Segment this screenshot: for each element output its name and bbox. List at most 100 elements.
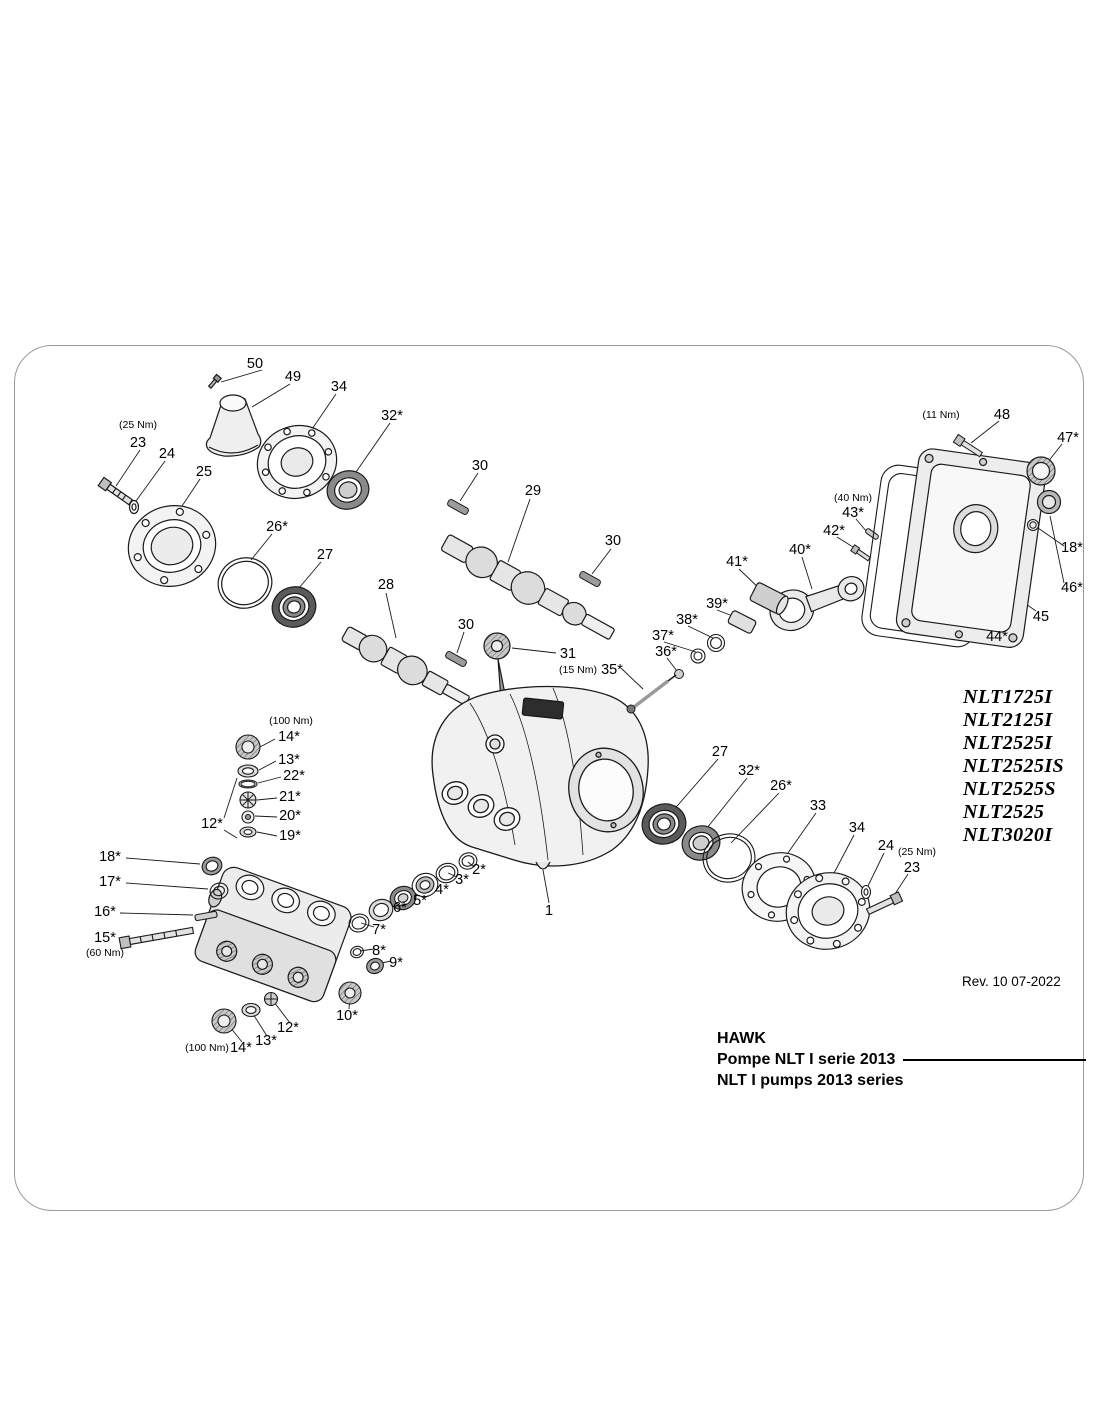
screw-50 (207, 373, 223, 389)
part-callout-25Nm: (25 Nm) (119, 419, 157, 431)
part-callout-43: 43* (842, 505, 864, 521)
part-callout-36: 36* (655, 644, 677, 660)
front-cover-group (97, 373, 370, 628)
part-callout-33: 33 (809, 798, 827, 814)
oring-18-right (1027, 519, 1039, 531)
title-rule-line (903, 1058, 1086, 1061)
part-callout-12: 12* (277, 1020, 299, 1036)
key-30-b (579, 571, 601, 587)
part-callout-37: 37* (652, 628, 674, 644)
title-line-2: NLT I pumps 2013 series (717, 1072, 904, 1089)
part-callout-21: 21* (279, 789, 301, 805)
part-callout-31: 31 (559, 646, 577, 662)
seal-32 (326, 470, 370, 510)
part-callout-48: 48 (993, 407, 1011, 423)
part-callout-50: 50 (246, 356, 264, 372)
part-callout-17: 17* (99, 874, 121, 890)
part-callout-3: 3* (455, 872, 469, 888)
part-callout-30: 30 (471, 458, 489, 474)
part-callout-100Nm: (100 Nm) (269, 715, 313, 727)
stud-16 (194, 910, 218, 922)
part-callout-9: 9* (389, 955, 403, 971)
part-callout-34: 34 (848, 820, 866, 836)
nut-36 (674, 669, 684, 679)
part-callout-15Nm: (15 Nm) (559, 664, 597, 676)
part-callout-26: 26* (770, 778, 792, 794)
key-30-a (447, 499, 469, 515)
part-callout-29: 29 (524, 483, 542, 499)
ring-38 (706, 633, 726, 653)
part-callout-30: 30 (604, 533, 622, 549)
part-callout-60Nm: (60 Nm) (86, 947, 124, 959)
valve-kit-top (235, 734, 261, 838)
washer-24 (128, 499, 140, 515)
part-callout-32: 32* (738, 763, 760, 779)
part-callout-38: 38* (676, 612, 698, 628)
ring-17 (209, 882, 229, 900)
title-line-1: Pompe NLT I serie 2013 (717, 1051, 896, 1068)
part-callout-1: 1 (544, 903, 554, 919)
part-callout-18: 18* (99, 849, 121, 865)
revision-text: Rev. 10 07-2022 (962, 974, 1061, 989)
screw-48 (952, 433, 984, 458)
part-callout-16: 16* (94, 904, 116, 920)
part-callout-23: 23 (129, 435, 147, 451)
valve-kit-bottom (211, 991, 279, 1034)
part-callout-23: 23 (903, 860, 921, 876)
oring-26-right (702, 833, 756, 883)
flange-34 (256, 424, 338, 500)
part-callout-34: 34 (330, 379, 348, 395)
part-callout-45: 45 (1032, 609, 1050, 625)
bearing-27 (271, 586, 317, 628)
camshaft-29 (441, 534, 615, 640)
part-callout-47: 47* (1057, 430, 1079, 446)
part-callout-4: 4* (435, 882, 449, 898)
part-callout-40Nm: (40 Nm) (834, 492, 872, 504)
part-callout-15: 15* (94, 930, 116, 946)
part-callout-40: 40* (789, 542, 811, 558)
part-callout-14: 14* (278, 729, 300, 745)
part-callout-26: 26* (266, 519, 288, 535)
flange-25 (127, 505, 217, 587)
pin-39 (727, 610, 757, 634)
part-callout-5: 5* (413, 893, 427, 909)
piston-guide-41 (749, 582, 789, 615)
part-callout-39: 39* (706, 596, 728, 612)
camshaft-28 (341, 626, 470, 706)
pump-body-1 (431, 685, 649, 870)
part-callout-19: 19* (279, 828, 301, 844)
part-callout-32: 32* (381, 408, 403, 424)
part-callout-13: 13* (255, 1033, 277, 1049)
key-30-c (445, 651, 467, 667)
part-callout-42: 42* (823, 523, 845, 539)
part-callout-27: 27 (711, 744, 729, 760)
plunger-seal-kit (338, 852, 478, 1005)
washer-24-right (860, 884, 872, 900)
part-callout-11Nm: (11 Nm) (922, 409, 960, 421)
part-callout-22: 22* (283, 768, 305, 784)
part-callout-27: 27 (316, 547, 334, 563)
part-callout-24: 24 (877, 838, 895, 854)
part-callout-24: 24 (158, 446, 176, 462)
model-nlt2525s: NLT2525S (963, 778, 1056, 800)
part-callout-25Nm: (25 Nm) (898, 846, 936, 858)
part-callout-8: 8* (372, 943, 386, 959)
part-callout-49: 49 (284, 369, 302, 385)
screw-42 (850, 544, 871, 562)
part-callout-14: 14* (230, 1040, 252, 1056)
model-nlt2125i: NLT2125I (963, 709, 1053, 731)
screw-35 (626, 674, 677, 714)
part-callout-35: 35* (601, 662, 623, 678)
part-callout-7: 7* (372, 922, 386, 938)
part-callout-2: 2* (472, 862, 486, 878)
part-callout-18: 18* (1061, 540, 1083, 556)
screw-15 (118, 926, 195, 950)
cover-49 (205, 394, 262, 457)
model-nlt2525i: NLT2525I (963, 732, 1053, 754)
model-nlt2525: NLT2525 (963, 801, 1045, 823)
screw-23 (97, 476, 134, 506)
part-callout-30: 30 (457, 617, 475, 633)
bearing-27-right (641, 803, 687, 845)
part-callout-41: 41* (726, 554, 748, 570)
